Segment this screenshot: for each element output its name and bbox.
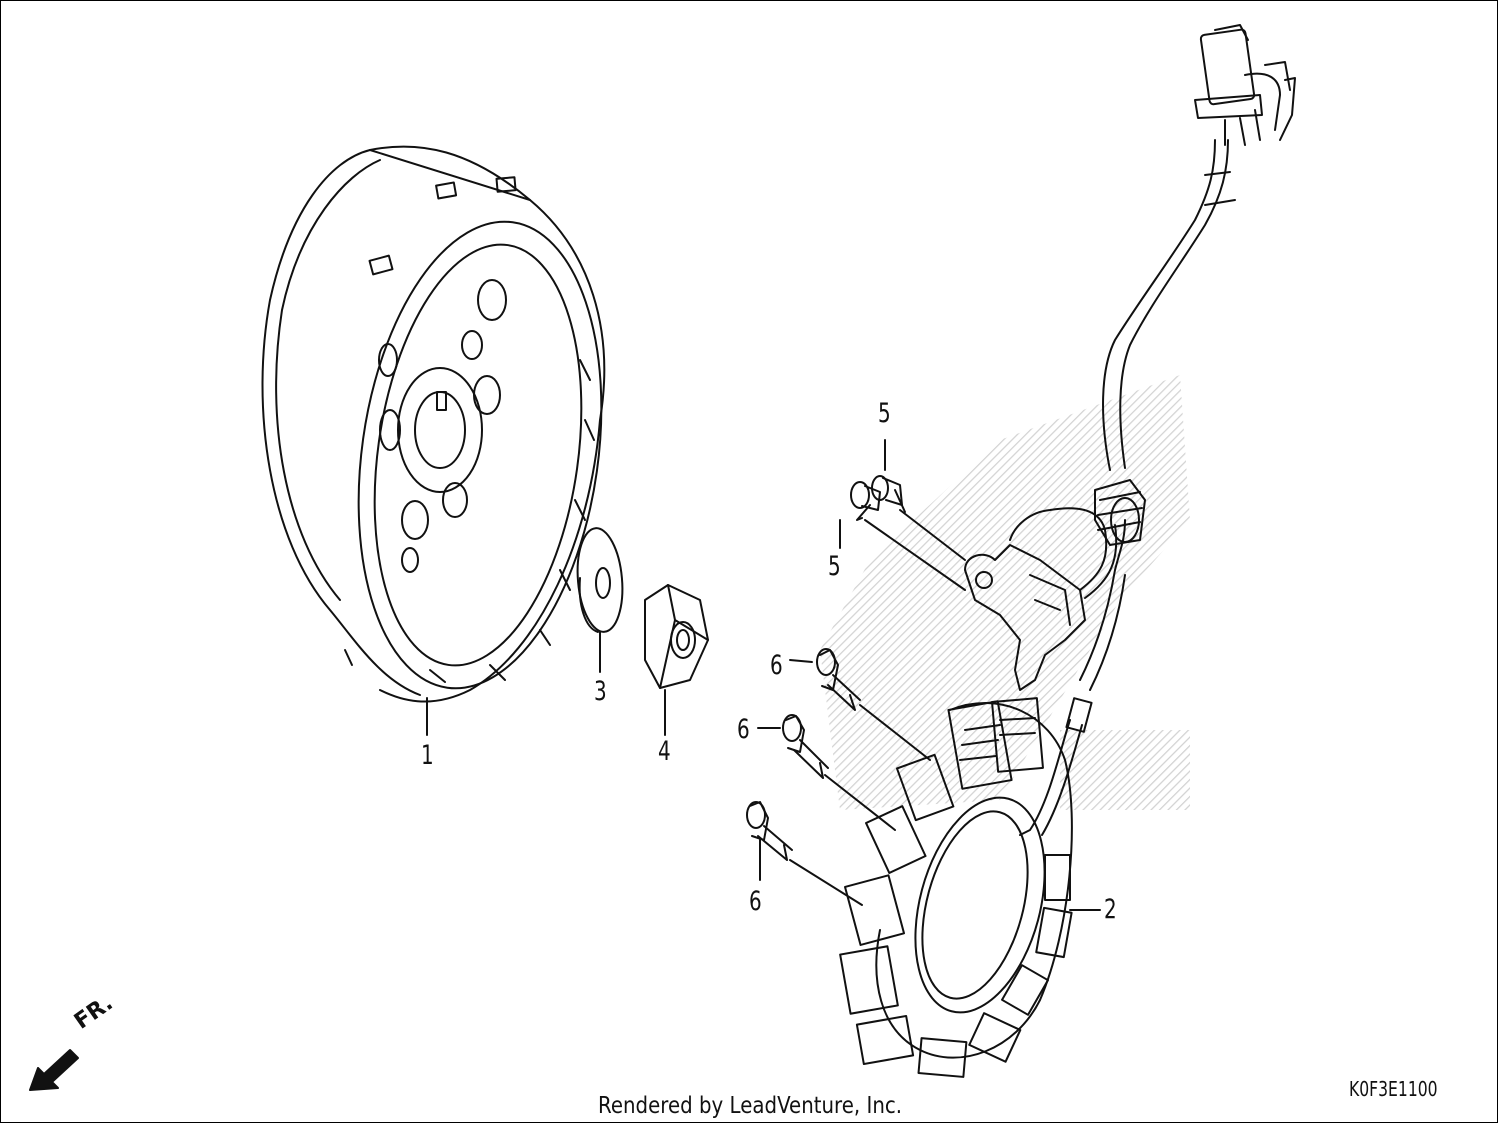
- callout-1: 1: [421, 740, 434, 771]
- bolt-5-upper: [871, 475, 906, 513]
- render-credit: Rendered by LeadVenture, Inc.: [598, 1093, 903, 1119]
- callout-6-c: 6: [749, 886, 762, 917]
- callout-6-b: 6: [737, 714, 750, 745]
- bolt-5-lower: [850, 481, 881, 521]
- front-arrow-icon: [29, 1049, 79, 1091]
- callout-6-a: 6: [770, 650, 783, 681]
- callout-4: 4: [658, 736, 671, 767]
- stator-assembly: [839, 24, 1296, 1078]
- callout-5-lower: 5: [828, 551, 841, 582]
- callout-2: 2: [1104, 894, 1117, 925]
- bolt-6-b: [782, 714, 829, 779]
- watermark: [820, 375, 1190, 810]
- bolt-6-c: [746, 801, 793, 861]
- diagram-code: K0F3E1100: [1349, 1077, 1438, 1101]
- bolt-6-a: [816, 648, 861, 711]
- flange-nut: [644, 584, 709, 689]
- callout-3: 3: [594, 676, 607, 707]
- washer: [576, 527, 624, 633]
- flywheel-rotor: [261, 145, 606, 703]
- callout-5-upper: 5: [878, 398, 891, 429]
